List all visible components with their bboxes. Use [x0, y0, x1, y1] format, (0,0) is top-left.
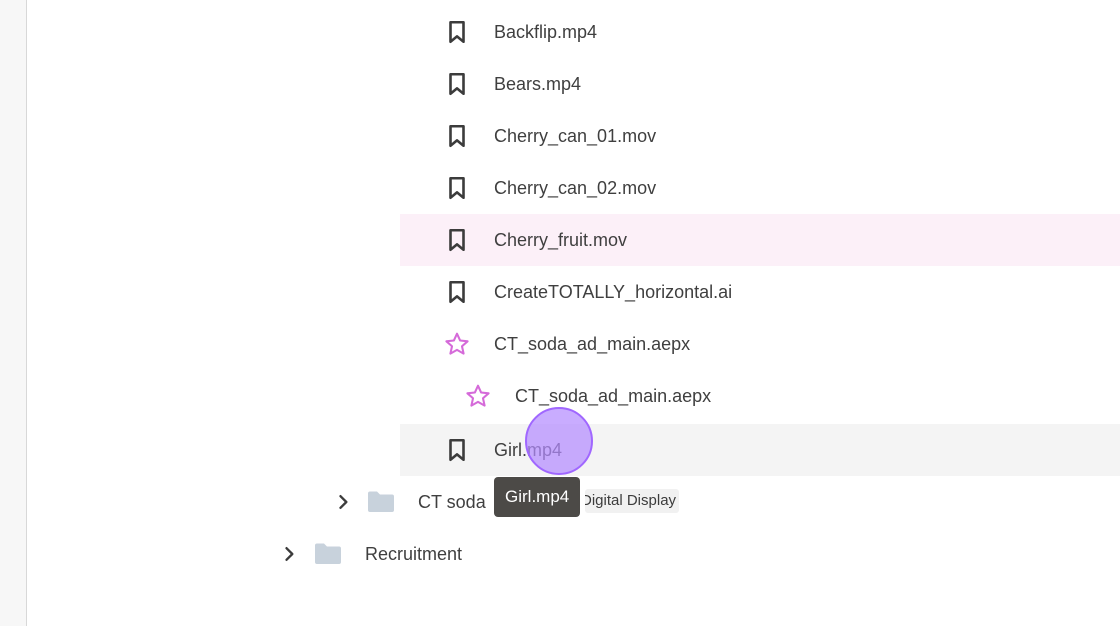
- folder-name: CT soda: [418, 492, 486, 512]
- file-row-createtotally[interactable]: CreateTOTALLY_horizontal.ai: [400, 266, 1120, 318]
- bookmark-icon[interactable]: [444, 437, 470, 463]
- tooltip: Girl.mp4: [494, 477, 581, 517]
- file-name: Backflip.mp4: [494, 22, 598, 42]
- file-name: CreateTOTALLY_horizontal.ai: [494, 282, 733, 302]
- folder-icon: [368, 491, 394, 512]
- star-icon[interactable]: [465, 383, 491, 409]
- folder-row-ct-soda[interactable]: CT soda: [330, 476, 730, 528]
- file-row-ct-soda-ad-main[interactable]: CT_soda_ad_main.aepx: [400, 318, 1120, 370]
- bookmark-icon[interactable]: [444, 227, 470, 253]
- folder-icon: [315, 543, 341, 564]
- file-name: Cherry_fruit.mov: [494, 230, 628, 250]
- file-name: Cherry_can_02.mov: [494, 178, 657, 198]
- file-row-backflip[interactable]: Backflip.mp4: [400, 6, 1120, 58]
- file-row-girl[interactable]: Girl.mp4: [400, 424, 1120, 476]
- folder-tag: Digital Display: [585, 489, 679, 513]
- bookmark-icon[interactable]: [444, 19, 470, 45]
- file-name: Bears.mp4: [494, 74, 582, 94]
- file-row-cherry-can-01[interactable]: Cherry_can_01.mov: [400, 110, 1120, 162]
- chevron-right-icon[interactable]: [279, 544, 299, 564]
- folder-name: Recruitment: [365, 544, 463, 564]
- file-row-bears[interactable]: Bears.mp4: [400, 58, 1120, 110]
- file-name: CT_soda_ad_main.aepx: [515, 386, 712, 406]
- file-name: Cherry_can_01.mov: [494, 126, 657, 146]
- folder-row-recruitment[interactable]: Recruitment: [277, 528, 677, 580]
- file-name: CT_soda_ad_main.aepx: [494, 334, 691, 354]
- bookmark-icon[interactable]: [444, 279, 470, 305]
- bookmark-icon[interactable]: [444, 123, 470, 149]
- left-rail: [0, 0, 27, 626]
- star-icon[interactable]: [444, 331, 470, 357]
- cursor-indicator: [525, 407, 593, 475]
- file-row-cherry-can-02[interactable]: Cherry_can_02.mov: [400, 162, 1120, 214]
- file-row-ct-soda-ad-main-child[interactable]: CT_soda_ad_main.aepx: [400, 370, 1120, 422]
- chevron-right-icon[interactable]: [333, 492, 353, 512]
- bookmark-icon[interactable]: [444, 71, 470, 97]
- file-row-cherry-fruit[interactable]: Cherry_fruit.mov: [400, 214, 1120, 266]
- bookmark-icon[interactable]: [444, 175, 470, 201]
